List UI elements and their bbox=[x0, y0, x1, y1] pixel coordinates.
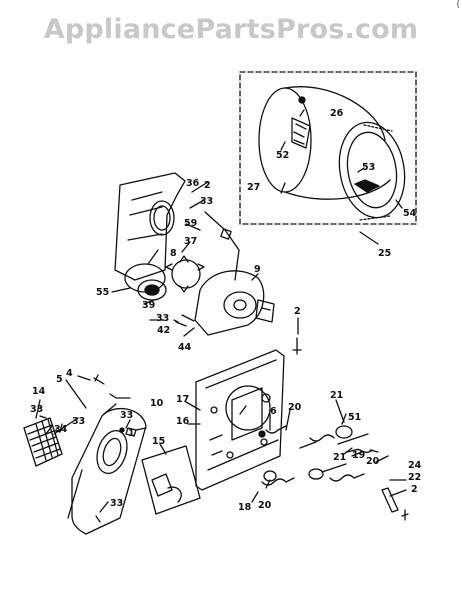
part-label-1: 1 bbox=[128, 428, 135, 439]
screw-part bbox=[292, 337, 302, 355]
part-label-6: 6 bbox=[270, 406, 277, 417]
part-label-36: 36 bbox=[186, 178, 200, 189]
part-label-17: 17 bbox=[176, 394, 189, 405]
part-label-22: 22 bbox=[408, 472, 421, 483]
part-label-42: 42 bbox=[157, 325, 170, 336]
part-label-21-top: 21 bbox=[330, 390, 343, 401]
part-label-25: 25 bbox=[378, 248, 391, 259]
front-bulkhead-part bbox=[114, 172, 240, 301]
part-label-20-top: 20 bbox=[288, 402, 302, 413]
part-label-34: 34 bbox=[54, 424, 68, 435]
part-label-27: 27 bbox=[247, 182, 260, 193]
part-label-20-mid: 20 bbox=[366, 456, 380, 467]
part-label-51: 51 bbox=[348, 412, 361, 423]
part-label-52: 52 bbox=[276, 150, 289, 161]
part-label-2-right: 2 bbox=[411, 484, 418, 495]
part-label-33-left2: 33 bbox=[72, 416, 85, 427]
watermark-text: AppliancePartsPros.com bbox=[43, 14, 419, 45]
rear-panel-part bbox=[195, 349, 285, 491]
exhaust-duct-part bbox=[67, 407, 147, 535]
idler-assembly-part bbox=[258, 425, 409, 521]
drum-assembly-dashed-box bbox=[239, 71, 417, 225]
part-label-33-left: 33 bbox=[30, 404, 43, 415]
part-label-20-bottom: 20 bbox=[258, 500, 272, 511]
part-label-33-mid: 33 bbox=[156, 313, 169, 324]
corner-mark: ( bbox=[456, 0, 460, 10]
part-label-14: 14 bbox=[32, 386, 46, 397]
part-label-33-top: 33 bbox=[200, 196, 213, 207]
part-label-33-right: 33 bbox=[120, 410, 133, 421]
part-label-21-mid: 21 bbox=[333, 452, 346, 463]
screw-part-42 bbox=[173, 319, 179, 323]
blower-housing-part bbox=[175, 270, 275, 336]
part-label-59: 59 bbox=[184, 218, 197, 229]
part-label-2-mid: 2 bbox=[294, 306, 301, 317]
part-label-26: 26 bbox=[330, 108, 344, 119]
part-label-2-top: 2 bbox=[204, 180, 211, 191]
part-label-53: 53 bbox=[362, 162, 375, 173]
part-label-5: 5 bbox=[56, 374, 63, 385]
drum-part bbox=[258, 86, 406, 221]
part-label-4: 4 bbox=[66, 368, 73, 379]
screw-part-4 bbox=[93, 374, 105, 385]
part-label-37: 37 bbox=[184, 236, 197, 247]
part-label-18: 18 bbox=[238, 502, 252, 513]
part-label-8: 8 bbox=[170, 248, 177, 259]
thermal-fuse-part bbox=[125, 427, 201, 515]
part-label-10: 10 bbox=[150, 398, 164, 409]
part-label-16: 16 bbox=[176, 416, 190, 427]
screw-part-10 bbox=[109, 393, 131, 399]
screw-part-33b bbox=[95, 515, 101, 523]
part-label-44: 44 bbox=[178, 342, 192, 353]
lint-filter-part bbox=[23, 417, 63, 467]
part-label-55: 55 bbox=[96, 287, 109, 298]
part-label-15: 15 bbox=[152, 436, 165, 447]
part-label-9: 9 bbox=[254, 264, 261, 275]
part-label-19: 19 bbox=[352, 450, 365, 461]
part-label-39: 39 bbox=[142, 300, 155, 311]
part-label-54: 54 bbox=[403, 208, 417, 219]
part-label-33-bottom: 33 bbox=[110, 498, 123, 509]
part-label-24: 24 bbox=[408, 460, 422, 471]
